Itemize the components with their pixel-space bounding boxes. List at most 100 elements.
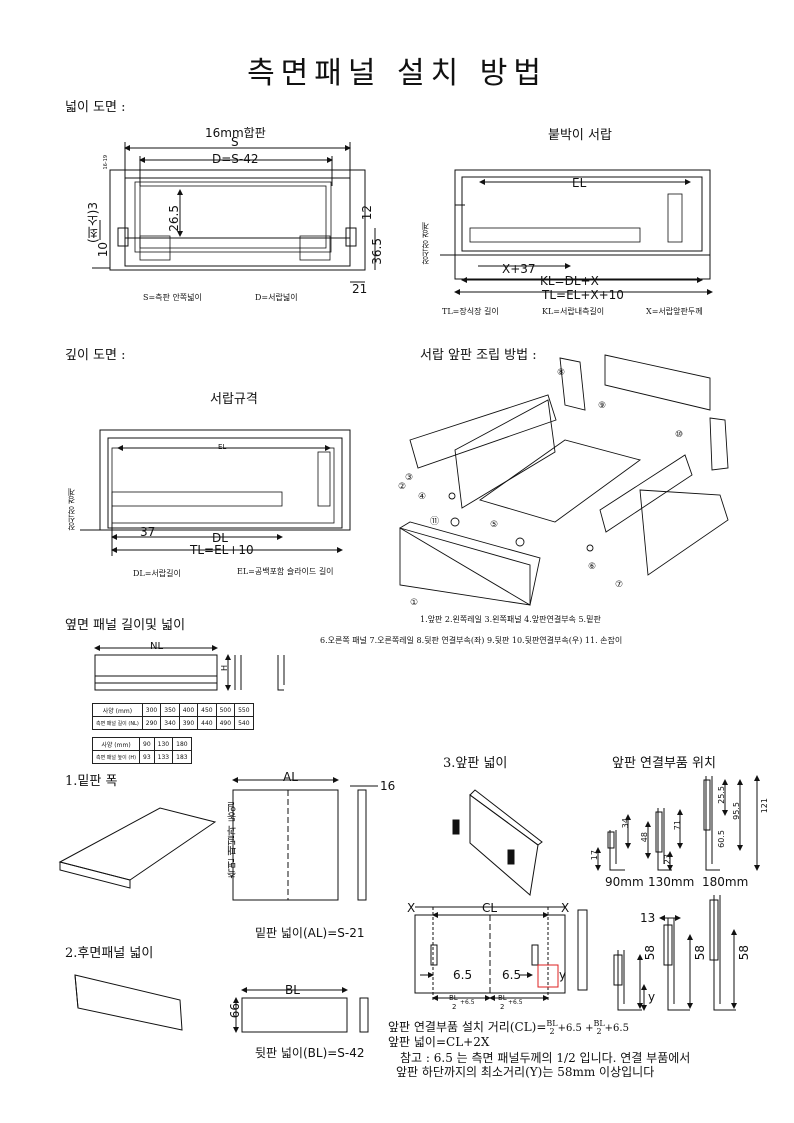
conn-34: 34 [621,818,630,829]
conn-60-5: 60.5 [717,830,726,848]
assembly-legend-1: 1.앞판 2.왼쪽레일 3.왼쪽패널 4.앞판연결부속 5.밑판 [420,615,601,624]
width-drawing [92,142,376,283]
heading-back-panel-width: 2.후면패널 넓이 [65,946,154,961]
label-min3: (최소)3 [86,202,100,243]
part-4: ④ [418,492,427,502]
label-s: S [231,135,239,149]
front-note-2: 앞판 하단까지의 최소거리(Y)는 58mm 이상입니다 [396,1065,655,1079]
part-1: ① [410,598,419,608]
t1-val-3: 440 [197,716,217,730]
heading-bottom-width: 1.밑판 폭 [65,774,118,789]
conn-48: 48 [640,832,649,843]
conn-58-b: 58 [693,945,707,961]
legend-kl: KL=서랍내측길이 [542,307,605,316]
connector-positions-top [595,775,760,871]
front-plus-a: +6.5 [460,999,475,1006]
label-21: 21 [352,282,368,296]
bottom-panel-drawing [58,777,378,901]
t2-val-0: 93 [139,750,155,764]
front-cl: CL [482,901,498,915]
conn-58-a: 58 [643,945,657,961]
front-formula-1-text: 앞판 연결부품 설치 거리(CL)= [388,1020,547,1034]
front-half-bl-1: BL [449,994,458,1002]
label-d: D=S-42 [212,152,259,166]
t1-header-2: 350 [160,703,180,717]
conn-58-c: 58 [737,945,751,961]
connector-positions-bottom [613,895,737,1011]
legend-x: X=서랍앞판두께 [646,307,703,316]
bottom-side-text: 측면 패널과 동일 [228,802,239,879]
part-8: ⑧ [557,368,566,378]
front-panel-width-drawing [414,906,588,1001]
conn-y: y [648,990,656,1004]
front-formula-1-tail: +6.5 + [557,1023,594,1034]
side-panel-drawing [94,645,285,691]
front-6-5-right: 6.5 [502,968,522,982]
t1-val-2: 390 [178,716,199,730]
conn-23: 23 [663,854,672,865]
t2-val-1: 133 [153,750,174,764]
front-formula-frac-1-num: BL [546,1018,558,1028]
label-tiny-thickness: 16-19 [103,155,109,170]
front-x-right: X [561,901,570,915]
legend-tl: TL=장식장 길이 [442,307,499,316]
bottom-al: AL [283,770,298,784]
builtin-el: EL [572,176,587,190]
front-note-1: 참고 : 6.5 는 측면 패널두께의 1/2 입니다. 연결 부품에서 [400,1051,691,1065]
builtin-drawing [440,169,713,295]
t1-val-4: 490 [215,716,236,730]
assembly-legend-2: 6.오른쪽 패널 7.오른쪽레일 8.뒷판 연결부속(좌) 9.뒷판 10.뒷판… [320,636,623,645]
conn-h90: 90mm [605,875,644,889]
heading-assembly: 서랍 앞판 조립 방법 : [420,348,537,363]
front-formula-2: 앞판 넓이=CL+2X [388,1035,490,1049]
depth-tl: TL=EL+10 [190,543,254,557]
front-plus-b: +6.5 [508,999,523,1006]
back-formula: 뒷판 넓이(BL)=S-42 [255,1046,365,1060]
page-title: 측면패널 설치 방법 [247,56,547,91]
legend-dl: DL=서랍길이 [133,569,181,578]
t1-header-4: 450 [197,703,217,717]
front-half-2a: 2 [452,1003,457,1011]
heading-width-drawing: 넓이 도면 : [65,100,126,115]
t1-header-0: 사양 (mm) [92,703,143,717]
conn-71: 71 [673,820,682,831]
t2-header-2: 130 [153,737,174,751]
front-formula-frac-2-den: 2 [596,1026,602,1036]
bottom-formula: 밑판 넓이(AL)=S-21 [255,926,365,940]
conn-95-5: 95.5 [732,802,741,820]
bottom-16: 16 [380,779,396,793]
assembly-drawing [399,354,729,606]
t2-header-0: 사양 (mm) [91,737,141,751]
back-66: 66 [228,1003,242,1019]
label-26-5: 26.5 [167,205,181,232]
builtin-kl: KL=DL+X [540,274,599,288]
heading-front-width: 3.앞판 넓이 [443,756,508,771]
part-2: ② [398,482,407,492]
t1-header-6: 550 [234,703,254,717]
side-nl: NL [150,641,164,652]
part-10: ⑩ [675,430,684,440]
front-6-5-left: 6.5 [453,968,473,982]
depth-spec-title: 서랍규격 [210,392,258,407]
t1-row-label: 측면 패널 길이 (NL) [92,716,143,730]
t1-val-5: 540 [234,716,254,730]
front-y: y [559,968,567,982]
depth-side-label: 장식장 경계 [67,488,76,531]
t2-header-1: 90 [139,737,155,751]
legend-d: D=서랍넓이 [255,293,298,302]
t2-row-label: 측면 패널 높이 (H) [91,750,141,764]
part-9: ⑨ [598,401,607,411]
builtin-title: 붙박이 서랍 [548,128,612,143]
conn-25-5: 25.5 [717,786,726,804]
depth-37: 37 [140,525,156,539]
part-11: ⑪ [430,517,440,527]
t1-val-1: 340 [160,716,180,730]
t2-header-3: 180 [172,737,192,751]
builtin-tl: TL=EL+X+10 [542,288,624,302]
front-formula-frac-2-num: BL [593,1018,605,1028]
depth-drawing [80,429,351,556]
